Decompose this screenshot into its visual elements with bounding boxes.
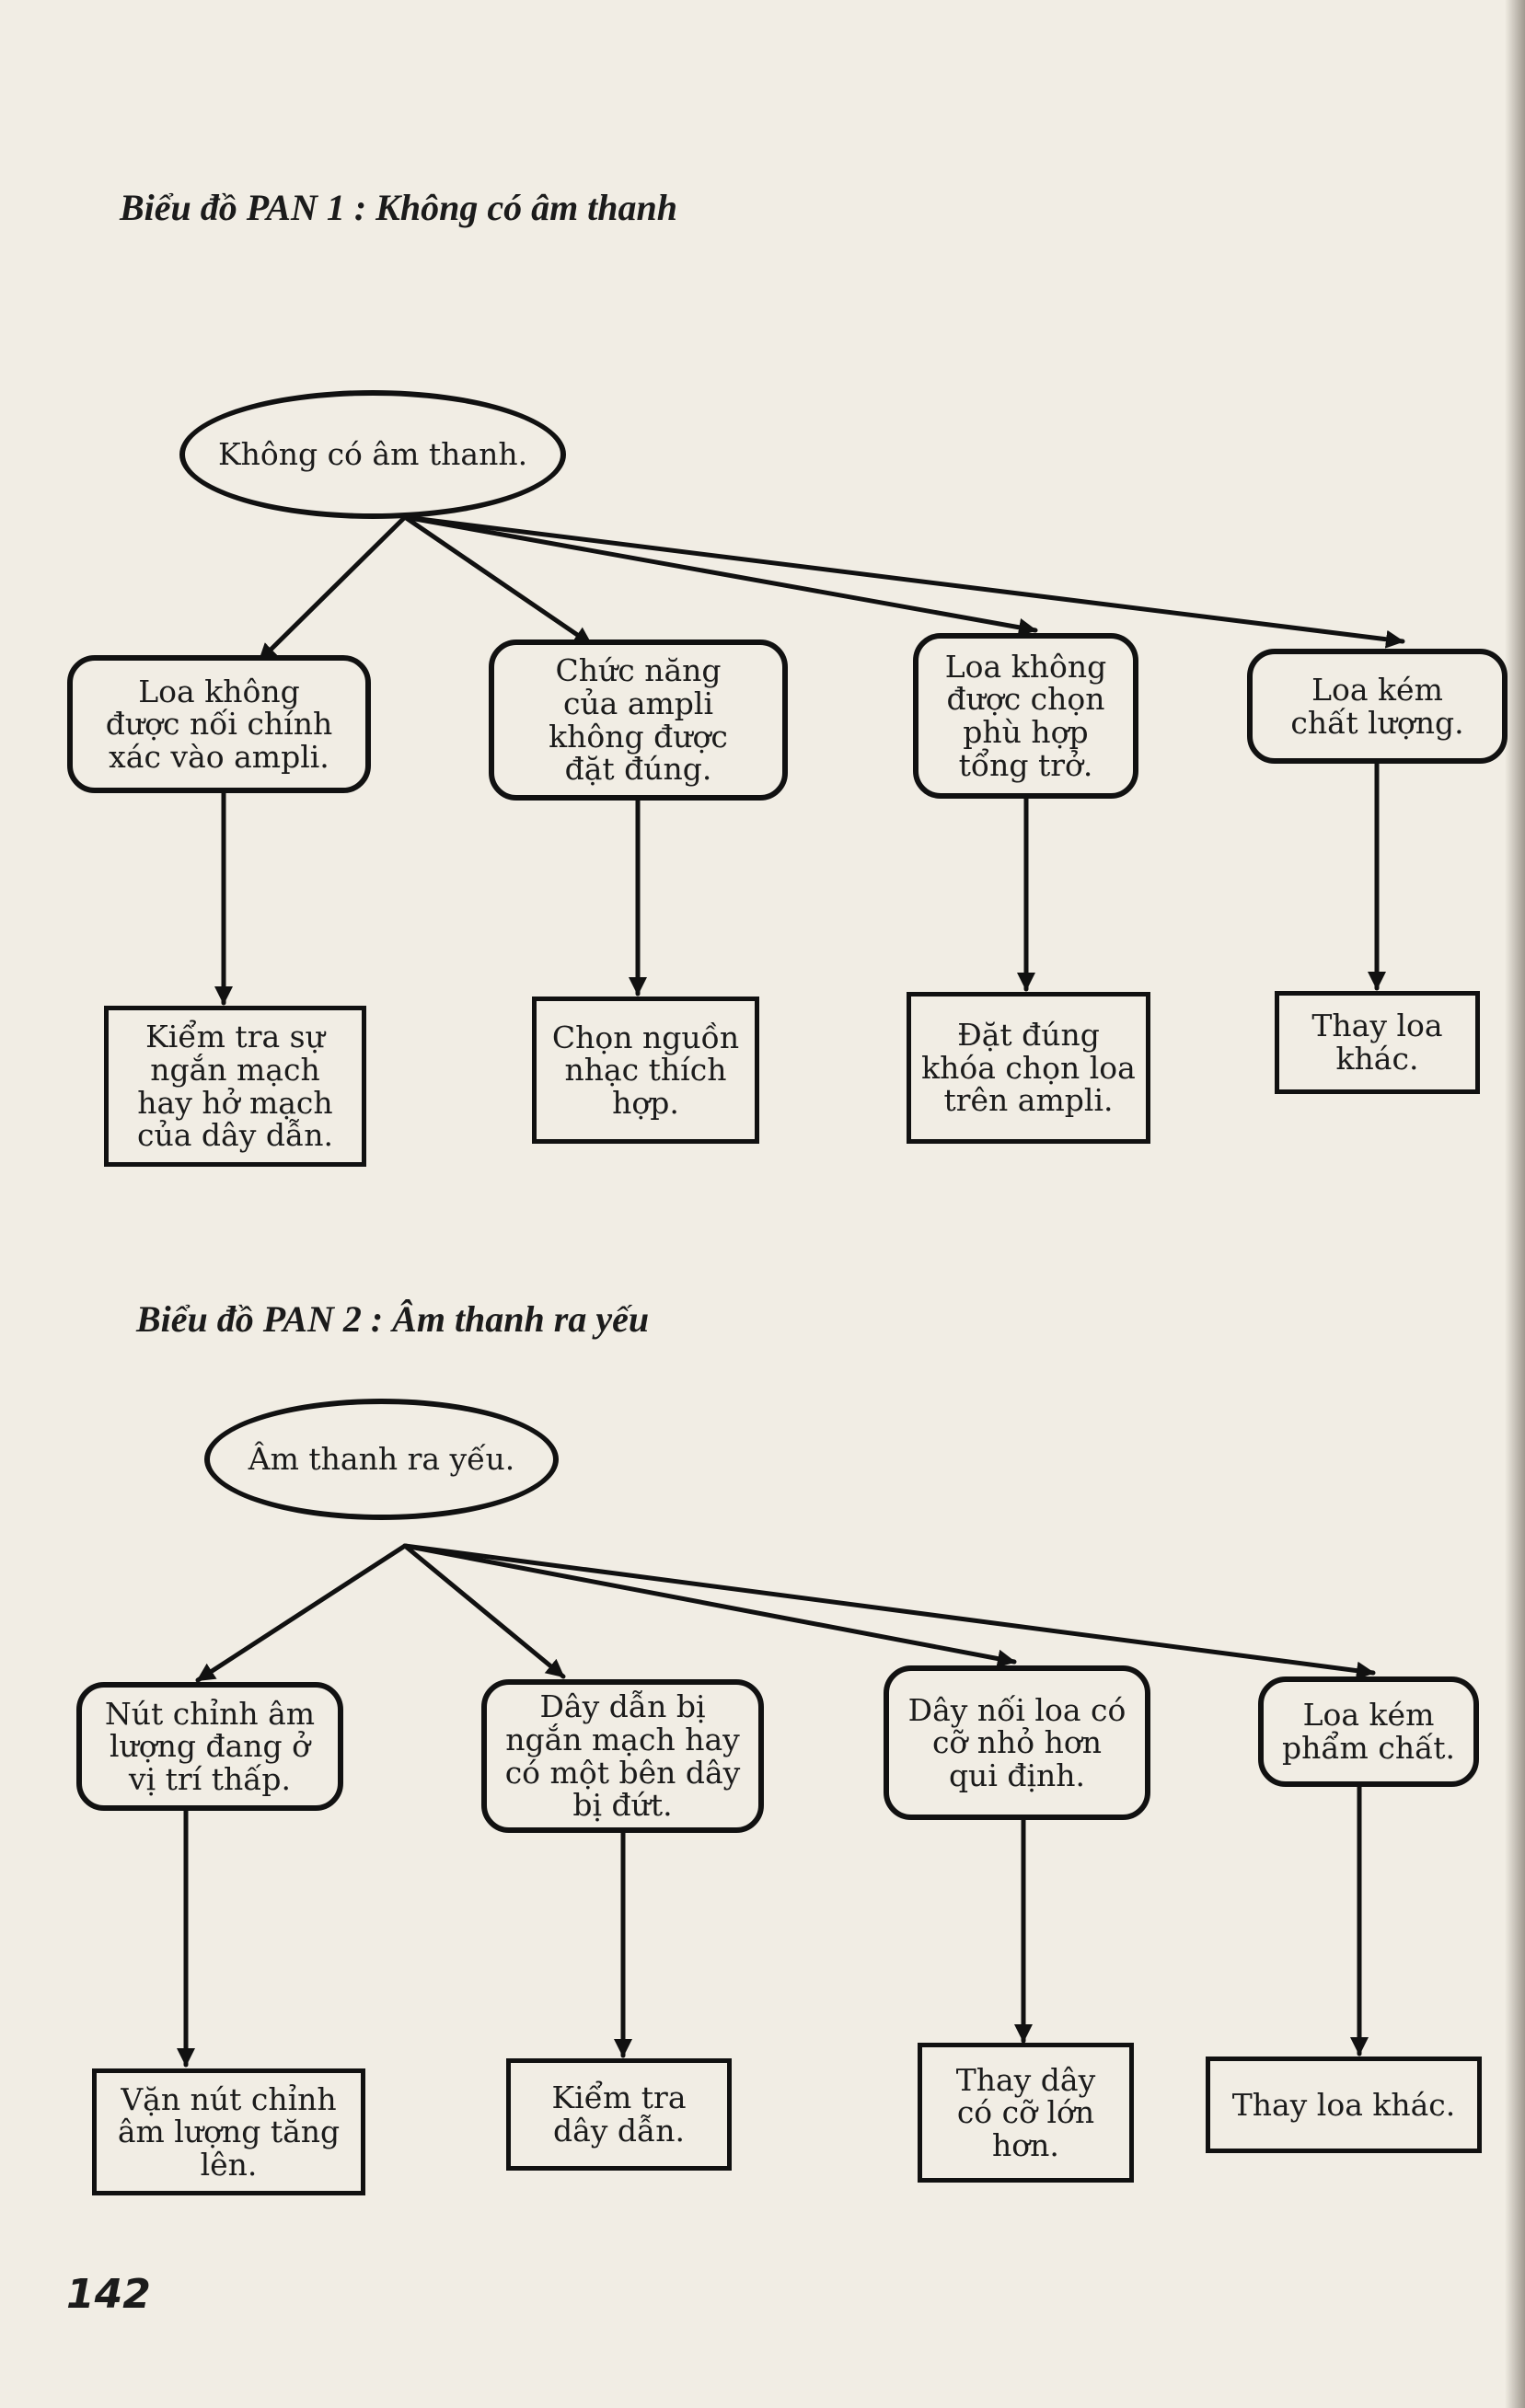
d2-cause-node-4: Loa kém phẩm chất. (1258, 1676, 1479, 1787)
d1-cause-node-4: Loa kém chất lượng. (1247, 649, 1508, 764)
d1-remedy-node-2: Chọn nguồn nhạc thích hợp. (532, 997, 759, 1144)
arrow-d1-root-cause3 (402, 514, 1038, 637)
arrow-d2-root-cause4 (402, 1543, 1376, 1680)
d1-remedy-node-4: Thay loa khác. (1275, 991, 1480, 1094)
d1-cause-node-3: Loa không được chọn phù hợp tổng trở. (913, 633, 1138, 799)
arrow-d2-root-cause1 (195, 1543, 408, 1683)
arrow-d1-root-cause1 (257, 514, 408, 663)
arrow-d2-root-cause2 (402, 1543, 566, 1679)
d1-cause-node-1: Loa không được nối chính xác vào ampli. (67, 655, 371, 793)
page-number: 142 (66, 2271, 151, 2318)
arrow-d1-root-cause4 (402, 514, 1405, 649)
d1-root-node: Không có âm thanh. (179, 390, 566, 519)
d1-remedy-node-3: Đặt đúng khóa chọn loa trên ampli. (907, 992, 1150, 1144)
d2-remedy-node-1: Vặn nút chỉnh âm lượng tăng lên. (92, 2068, 365, 2195)
d2-cause-node-2: Dây dẫn bị ngắn mạch hay có một bên dây … (481, 1679, 764, 1833)
d2-cause-node-3: Dây nối loa có cỡ nhỏ hơn qui định. (884, 1665, 1150, 1820)
d2-remedy-node-2: Kiểm tra dây dẫn. (506, 2058, 732, 2171)
arrow-d1-root-cause2 (402, 514, 594, 647)
d2-root-node: Âm thanh ra yếu. (204, 1399, 559, 1520)
d2-remedy-node-3: Thay dây có cỡ lớn hơn. (918, 2043, 1134, 2183)
d2-cause-node-1: Nút chỉnh âm lượng đang ở vị trí thấp. (76, 1682, 343, 1811)
diagram2-heading: Biểu đồ PAN 2 : Âm thanh ra yếu (136, 1298, 650, 1340)
d1-remedy-node-1: Kiểm tra sự ngắn mạch hay hở mạch của dâ… (104, 1006, 366, 1167)
d2-remedy-node-4: Thay loa khác. (1206, 2057, 1482, 2153)
d1-cause-node-2: Chức năng của ampli không được đặt đúng. (489, 639, 788, 801)
diagram1-heading: Biểu đồ PAN 1 : Không có âm thanh (120, 187, 678, 228)
page-edge-shadow (1505, 0, 1525, 2408)
arrow-d2-root-cause3 (402, 1543, 1017, 1668)
